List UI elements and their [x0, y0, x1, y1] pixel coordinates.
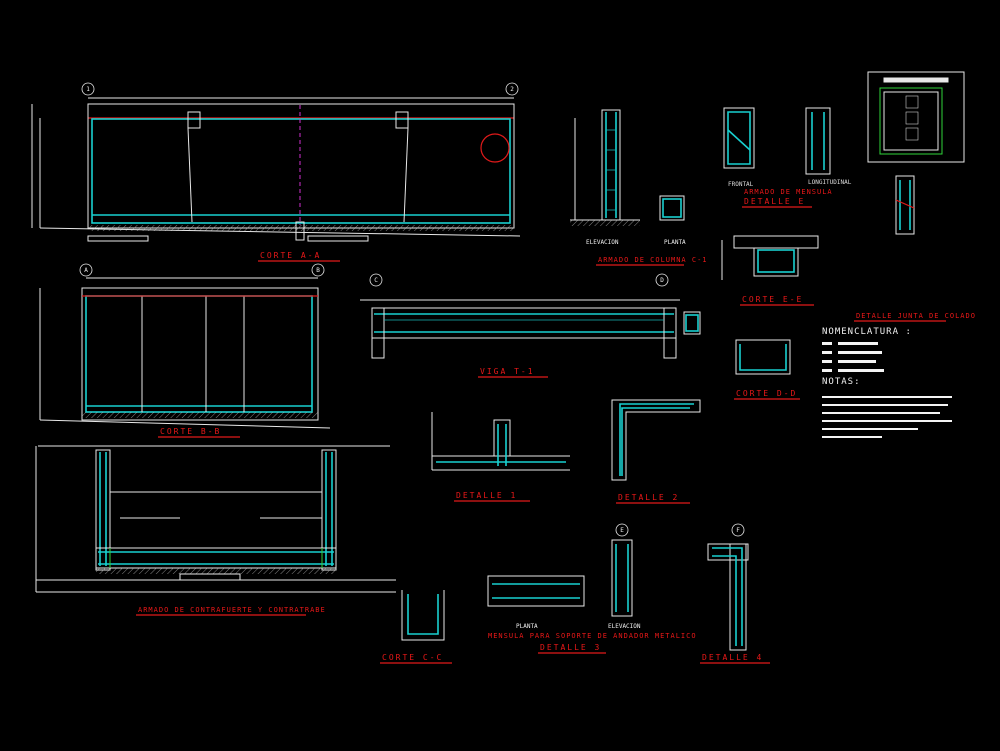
- label-nomenclatura: NOMENCLATURA :: [822, 327, 912, 337]
- section-corte-c-c: CORTE C-C: [380, 590, 452, 664]
- title-columna: ARMADO DE COLUMNA C-1: [598, 256, 708, 264]
- section-junta-colado: DETALLE JUNTA DE COLADO: [854, 175, 976, 322]
- section-viga-t1: VIGA T-1: [360, 299, 701, 378]
- label-notas: NOTAS:: [822, 377, 861, 387]
- bubble-grid-f: F: [731, 523, 745, 537]
- title-junta: DETALLE JUNTA DE COLADO: [856, 312, 976, 320]
- bubble-grid-d: D: [655, 273, 669, 287]
- section-contrafuerte: ARMADO DE CONTRAFUERTE Y CONTRATRABE: [35, 445, 396, 616]
- title-detalle-2: DETALLE 2: [618, 493, 679, 502]
- title-corte-d-d: CORTE D-D: [736, 389, 797, 398]
- section-detalle-1: DETALLE 1: [431, 412, 570, 502]
- title-detalle-3: DETALLE 3: [540, 643, 601, 652]
- bubble-grid-e: E: [615, 523, 629, 537]
- bubble-grid-b: B: [311, 263, 325, 277]
- label-frontal: FRONTAL: [728, 181, 754, 188]
- section-corte-b-b: CORTE B-B: [39, 277, 331, 438]
- title-mensula: ARMADO DE MENSULA: [744, 188, 833, 196]
- title-corte-e-e: CORTE E-E: [742, 295, 803, 304]
- svg-text:F: F: [736, 527, 740, 534]
- bubble-grid-1: 1: [81, 82, 95, 96]
- title-corte-c-c: CORTE C-C: [382, 653, 443, 662]
- section-columna-c1: ELEVACION PLANTA ARMADO DE COLUMNA C-1: [570, 109, 708, 266]
- title-corte-b-b: CORTE B-B: [160, 427, 221, 436]
- title-mensula-metalico: MENSULA PARA SOPORTE DE ANDADOR METALICO: [488, 632, 697, 640]
- svg-text:D: D: [660, 277, 664, 284]
- bubble-grid-c: C: [369, 273, 383, 287]
- svg-text:2: 2: [510, 86, 514, 93]
- bubble-grid-2: 2: [505, 82, 519, 96]
- svg-text:E: E: [620, 527, 624, 534]
- bubble-grid-a: A: [79, 263, 93, 277]
- section-corte-d-d: CORTE D-D: [734, 339, 800, 400]
- title-detalle-e: DETALLE E: [744, 197, 805, 206]
- svg-text:A: A: [84, 267, 88, 274]
- svg-text:1: 1: [86, 86, 90, 93]
- svg-text:B: B: [316, 267, 320, 274]
- title-corte-a-a: CORTE A-A: [260, 251, 321, 260]
- title-viga: VIGA T-1: [480, 367, 535, 376]
- title-detalle-4: DETALLE 4: [702, 653, 763, 662]
- title-detalle-1: DETALLE 1: [456, 491, 517, 500]
- label-longitudinal: LONGITUDINAL: [808, 179, 852, 186]
- legend-block: NOMENCLATURA : NOTAS:: [822, 327, 952, 438]
- section-detalle-3: PLANTA ELEVACION MENSULA PARA SOPORTE DE…: [487, 539, 697, 654]
- label-columna-elevacion: ELEVACION: [586, 239, 619, 246]
- section-detalle-2: DETALLE 2: [611, 399, 701, 504]
- section-mensula: FRONTAL LONGITUDINAL ARMADO DE MENSULA D…: [723, 107, 852, 208]
- label-columna-planta: PLANTA: [664, 239, 686, 246]
- title-contrafuerte: ARMADO DE CONTRAFUERTE Y CONTRATRABE: [138, 606, 326, 614]
- key-plan: [867, 71, 965, 163]
- section-corte-e-e: CORTE E-E: [721, 235, 819, 306]
- label-detalle3-planta: PLANTA: [516, 623, 538, 630]
- section-corte-a-a: CORTE A-A: [31, 97, 521, 262]
- svg-text:C: C: [374, 277, 378, 284]
- section-detalle-4: DETALLE 4: [700, 543, 770, 664]
- label-detalle3-elevacion: ELEVACION: [608, 623, 641, 630]
